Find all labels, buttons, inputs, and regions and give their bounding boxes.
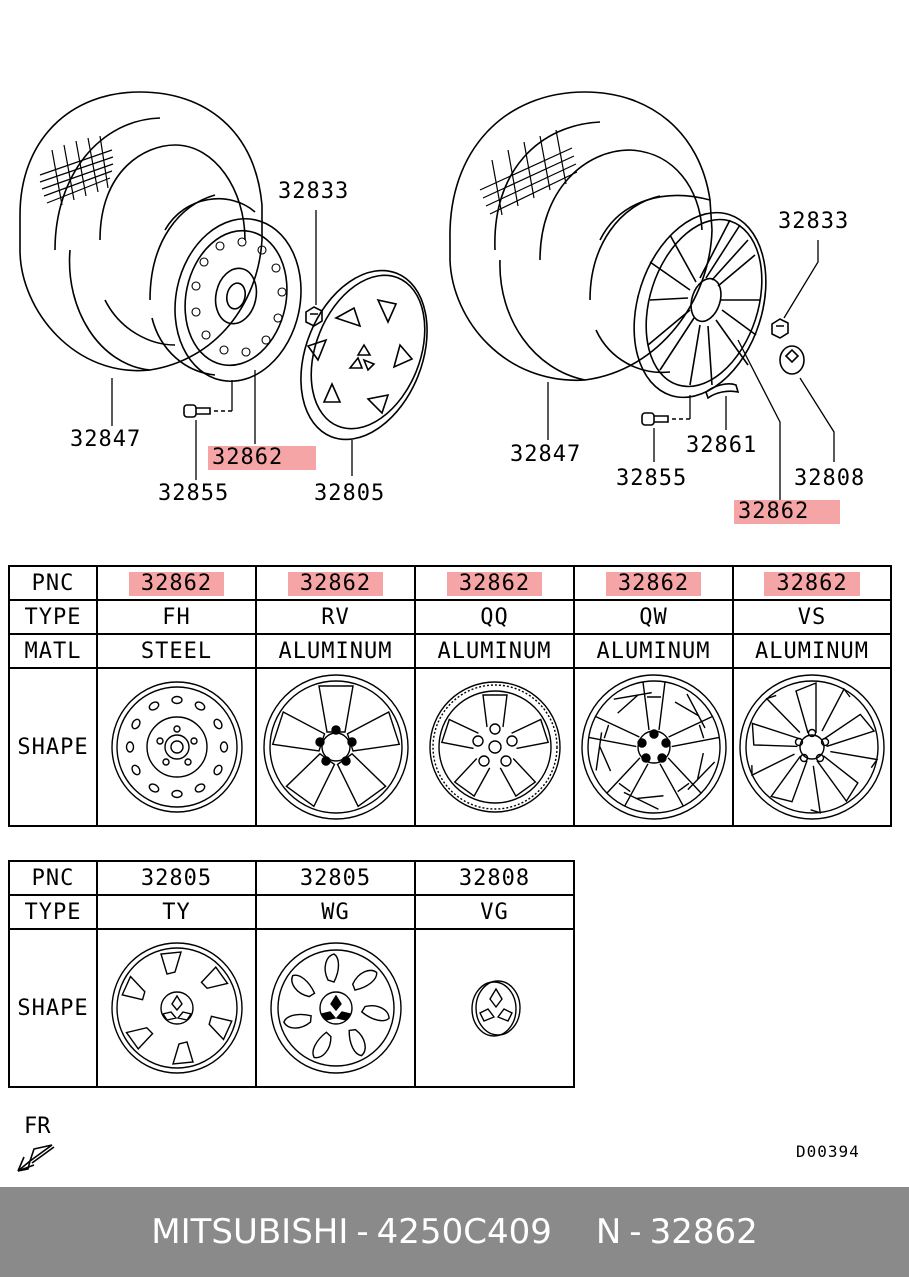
shape-row-label: SHAPE — [8, 928, 98, 1088]
matl-cell: ALUMINUM — [573, 633, 734, 669]
right-valve-drawing — [641, 412, 690, 426]
callout-left-wheel: 32862 — [208, 446, 316, 470]
left-nut-drawing — [305, 306, 323, 327]
callout-right-weight: 32861 — [686, 433, 758, 458]
steel-wheel-fh-icon — [110, 681, 243, 813]
left-valve-drawing — [183, 404, 232, 418]
pnc-row: PNC 32805 32805 32808 — [8, 860, 575, 896]
right-tire-drawing — [449, 91, 713, 381]
center-cap-vg-icon — [470, 980, 521, 1037]
matl-row: MATL STEEL ALUMINUM ALUMINUM ALUMINUM AL… — [8, 633, 892, 669]
front-arrow-icon — [17, 1144, 55, 1172]
callout-left-tire: 32847 — [70, 427, 142, 452]
type-cell: VG — [414, 894, 575, 930]
right-center-cap-drawing — [779, 345, 805, 375]
pnc-row-label: PNC — [8, 860, 98, 896]
pnc-row-label: PNC — [8, 565, 98, 601]
callout-left-cover: 32805 — [314, 481, 386, 506]
wheel-cover-ty-icon — [110, 942, 243, 1074]
type-cell: VS — [732, 599, 892, 635]
pnc-cell: 32805 — [96, 860, 257, 896]
drawing-number: D00394 — [796, 1142, 860, 1161]
right-balance-weight-drawing — [705, 383, 740, 400]
right-alloy-wheel-drawing — [589, 194, 767, 399]
callout-right-valve: 32855 — [616, 466, 688, 491]
exploded-wheel-diagram — [19, 91, 835, 500]
shape-row-label: SHAPE — [8, 667, 98, 827]
type-row: TYPE FH RV QQ QW VS — [8, 599, 892, 635]
pnc-cell: 32808 — [414, 860, 575, 896]
matl-cell: ALUMINUM — [732, 633, 892, 669]
footer-part-number: 4250C409 — [376, 1212, 552, 1252]
cover-spec-table: PNC 32805 32805 32808 TYPE TY WG VG SHAP… — [8, 860, 575, 1088]
pnc-cell: 32862 — [128, 571, 225, 596]
type-cell: RV — [255, 599, 416, 635]
footer-pnc: 32862 — [649, 1212, 758, 1252]
left-tire-drawing — [19, 91, 263, 372]
pnc-row: PNC 32862 32862 32862 32862 32862 — [8, 565, 892, 601]
callout-right-cap: 32808 — [794, 466, 866, 491]
type-row: TYPE TY WG VG — [8, 894, 575, 930]
alloy-wheel-qw-icon — [580, 674, 727, 820]
pnc-cell: 32862 — [287, 571, 384, 596]
callout-left-valve: 32855 — [158, 481, 230, 506]
type-cell: QQ — [414, 599, 575, 635]
pnc-cell: 32862 — [764, 571, 860, 596]
footer-brand: MITSUBISHI — [151, 1212, 349, 1252]
type-row-label: TYPE — [8, 894, 98, 930]
callout-right-nut: 32833 — [778, 209, 850, 234]
type-cell: FH — [96, 599, 257, 635]
front-direction-indicator: FR — [14, 1115, 64, 1175]
shape-row: SHAPE — [8, 928, 575, 1088]
pnc-cell: 32862 — [605, 571, 702, 596]
alloy-wheel-vs-icon — [739, 674, 885, 820]
footer-separator: - — [356, 1212, 369, 1252]
footer-banner: MITSUBISHI - 4250C409 N - 32862 — [0, 1187, 909, 1277]
left-steel-wheel-drawing — [149, 194, 302, 383]
type-cell: WG — [255, 894, 416, 930]
matl-cell: STEEL — [96, 633, 257, 669]
callout-left-nut: 32833 — [278, 179, 350, 204]
fr-label: FR — [24, 1114, 51, 1139]
callout-right-wheel: 32862 — [734, 500, 840, 524]
callout-right-tire: 32847 — [510, 442, 582, 467]
type-cell: QW — [573, 599, 734, 635]
type-row-label: TYPE — [8, 599, 98, 635]
wheel-cover-wg-icon — [269, 942, 402, 1074]
alloy-wheel-rv-icon — [262, 674, 409, 820]
footer-separator: - — [629, 1212, 642, 1252]
matl-cell: ALUMINUM — [255, 633, 416, 669]
left-wheel-cover-drawing — [300, 269, 428, 441]
matl-cell: ALUMINUM — [414, 633, 575, 669]
matl-row-label: MATL — [8, 633, 98, 669]
pnc-cell: 32805 — [255, 860, 416, 896]
shape-row: SHAPE — [8, 667, 892, 827]
pnc-cell: 32862 — [446, 571, 543, 596]
type-cell: TY — [96, 894, 257, 930]
alloy-wheel-qq-icon — [428, 681, 561, 813]
right-nut-drawing — [771, 318, 789, 339]
footer-n-label: N — [595, 1212, 622, 1252]
wheel-spec-table: PNC 32862 32862 32862 32862 32862 TYPE F… — [8, 565, 892, 827]
